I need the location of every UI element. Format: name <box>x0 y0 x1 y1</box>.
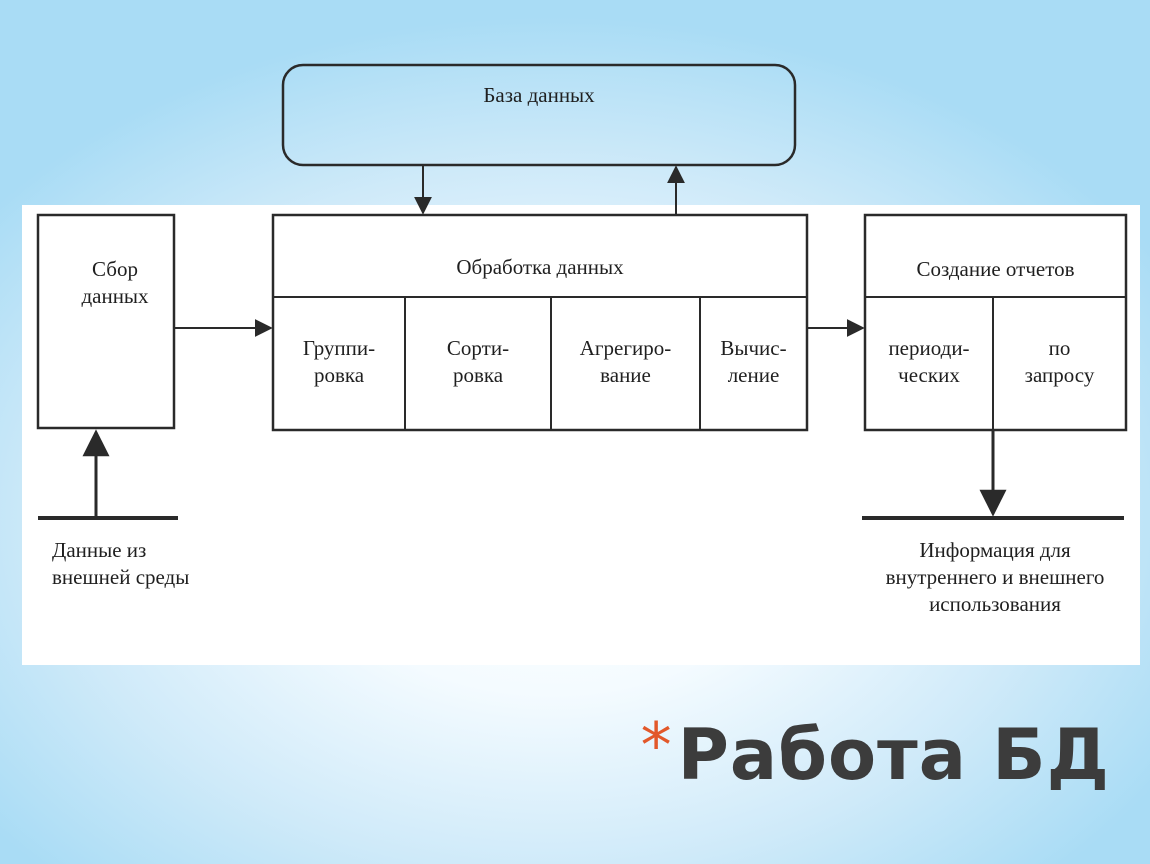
reports-title: Создание отчетов <box>916 257 1075 281</box>
external-input-label: Данные из внешней среды <box>52 538 190 589</box>
database-label: База данных <box>483 83 595 107</box>
collection-label: Сбор данных <box>81 257 149 308</box>
asterisk-bullet: * <box>640 708 672 782</box>
database-box <box>281 63 797 167</box>
reports-box <box>863 213 1128 432</box>
processing-cell-sorting: Сорти- ровка <box>446 336 510 387</box>
reports-cell-on-request: по запросу <box>1024 336 1095 387</box>
output-label: Информация для внутреннего и внешнего ис… <box>885 538 1105 616</box>
collection-box <box>36 213 176 430</box>
processing-cell-aggregation: Агрегиро- вание <box>579 336 672 387</box>
slide-title: * Работа БД <box>641 700 1110 810</box>
reports-cell-periodic: периоди- ческих <box>888 336 970 387</box>
processing-cell-calculation: Вычис- ление <box>720 336 787 387</box>
processing-box <box>271 213 809 432</box>
slide-title-text: Работа БД <box>677 714 1110 796</box>
processing-cell-grouping: Группи- ровка <box>302 336 376 387</box>
processing-title: Обработка данных <box>456 255 624 279</box>
diagram-panel <box>22 205 1140 665</box>
